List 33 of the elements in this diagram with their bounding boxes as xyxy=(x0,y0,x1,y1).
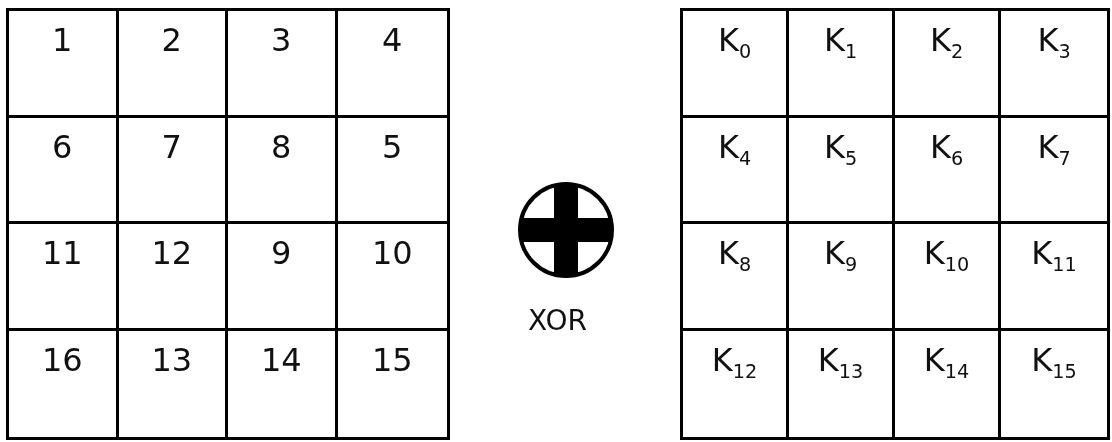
cell-number: 1 xyxy=(52,23,73,59)
key-label: K$_{0}$ xyxy=(717,23,752,63)
cell-number: 7 xyxy=(161,129,182,165)
key-label: K$_{5}$ xyxy=(823,129,858,169)
key-label: K$_{14}$ xyxy=(923,342,970,382)
cell-number: 14 xyxy=(260,342,302,378)
cell-number: 16 xyxy=(41,342,83,378)
cell-number: 4 xyxy=(382,23,403,59)
key-label: K$_{7}$ xyxy=(1037,129,1071,169)
key-label: K$_{4}$ xyxy=(717,129,752,169)
key-label: K$_{1}$ xyxy=(823,23,858,63)
key-label: K$_{12}$ xyxy=(711,342,758,382)
key-label: K$_{8}$ xyxy=(717,236,752,276)
cell-number: 10 xyxy=(371,236,413,272)
cell-number: 13 xyxy=(151,342,193,378)
key-label: K$_{10}$ xyxy=(923,236,970,276)
cell-number: 12 xyxy=(151,236,193,272)
key-label: K$_{15}$ xyxy=(1031,342,1077,382)
key-label: K$_{13}$ xyxy=(817,342,864,382)
key-label: K$_{9}$ xyxy=(823,236,858,276)
cell-number: 15 xyxy=(371,342,413,378)
cell-number: 2 xyxy=(161,23,182,59)
cell-number: 11 xyxy=(41,236,83,272)
cell-number: 5 xyxy=(382,129,403,165)
cell-number: 6 xyxy=(52,129,73,165)
key-label: K$_{3}$ xyxy=(1037,23,1071,63)
operator-label: XOR xyxy=(528,304,587,337)
cell-number: 3 xyxy=(271,23,292,59)
key-label: K$_{2}$ xyxy=(929,23,964,63)
cell-number: 9 xyxy=(271,236,292,272)
key-label: K$_{6}$ xyxy=(929,129,964,169)
key-label: K$_{11}$ xyxy=(1031,236,1077,276)
cell-number: 8 xyxy=(271,129,292,165)
